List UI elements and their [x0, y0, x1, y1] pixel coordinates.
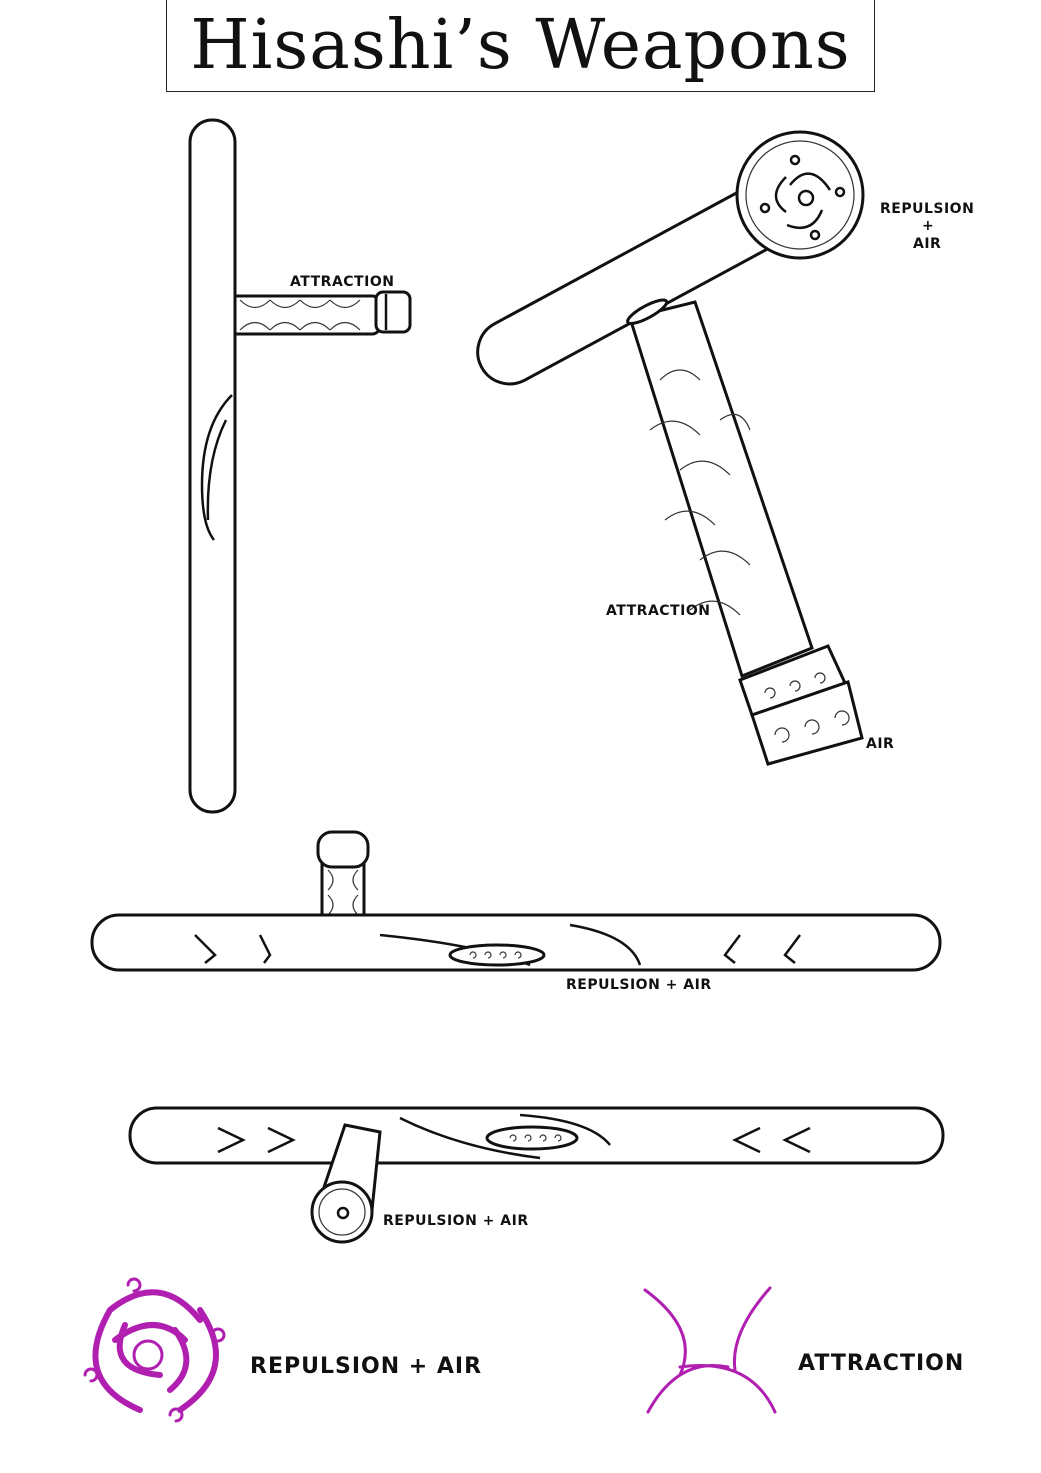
title-box: Hisashi’s Weapons — [166, 0, 875, 92]
tonfa-diagonal — [476, 130, 865, 766]
tonfa-horizontal-top — [90, 830, 942, 972]
label-attraction-1: ATTRACTION — [290, 274, 394, 290]
label-plus: + — [922, 218, 934, 234]
legend-label-repulsion-air: REPULSION + AIR — [250, 1354, 482, 1379]
label-repulsion-air-2: REPULSION + AIR — [383, 1213, 529, 1229]
label-repulsion: REPULSION — [880, 201, 974, 217]
legend-label-attraction: ATTRACTION — [798, 1351, 964, 1376]
swirl-icon — [83, 1277, 226, 1423]
label-air: AIR — [913, 236, 941, 252]
page-title: Hisashi’s Weapons — [190, 6, 851, 85]
label-attraction-2: ATTRACTION — [606, 603, 710, 619]
tonfa-horizontal-bottom — [128, 1106, 945, 1244]
attraction-x-icon — [643, 1286, 777, 1414]
tonfa-vertical — [188, 118, 412, 814]
label-air-pommel: AIR — [866, 736, 894, 752]
label-repulsion-air-1: REPULSION + AIR — [566, 977, 712, 993]
